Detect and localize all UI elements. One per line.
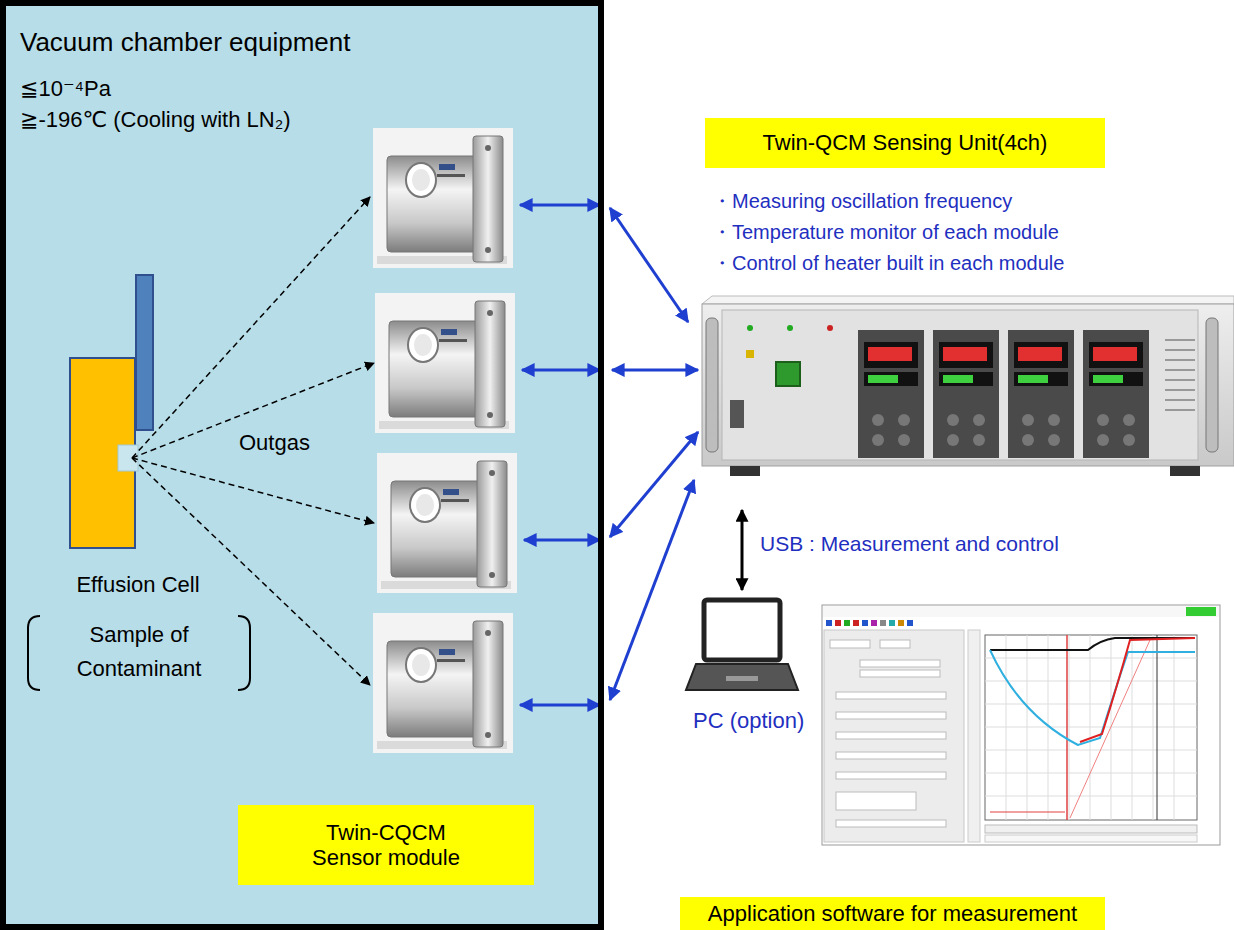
box-heading: Twin-CQCM Sensor module: [301, 820, 471, 871]
device-label: PC (option): [693, 708, 804, 733]
chamber-fill: [3, 3, 601, 930]
feature-note: ・Measuring oscillation frequency: [712, 190, 1012, 213]
flow-label: Outgas: [236, 430, 313, 455]
box-heading: Twin-QCM Sensing Unit(4ch): [763, 130, 1048, 155]
sensing-unit-photo: [702, 296, 1234, 476]
connection-label: USB : Measurement and control: [760, 532, 1059, 556]
usb-arrow: [741, 510, 744, 590]
effusion-cell: [70, 275, 153, 548]
laptop-icon: [686, 600, 798, 690]
software-screenshot: [822, 605, 1220, 845]
bracket: [28, 616, 250, 690]
outgas-arrow: [132, 197, 374, 685]
part-label: Sample of Contaminant: [49, 618, 229, 686]
box-heading: Vacuum chamber equipment: [20, 28, 350, 58]
sensor-module-box: Twin-CQCM Sensor module: [238, 805, 534, 885]
signal-arrow: [520, 205, 698, 705]
sensor-module-photo: [373, 128, 517, 753]
box-heading: Application software for measurement: [708, 901, 1077, 926]
part-label: Effusion Cell: [48, 572, 228, 597]
software-box: Application software for measurement: [680, 897, 1105, 930]
box-text: ≦10⁻⁴Pa: [20, 76, 111, 101]
vacuum-chamber: Vacuum chamber equipment ≦10⁻⁴Pa ≧-196℃ (C…: [0, 0, 604, 930]
box-text: ≧-196℃ (Cooling with LN₂): [20, 107, 291, 132]
sensing-unit-box: Twin-QCM Sensing Unit(4ch): [705, 118, 1105, 168]
feature-note: ・Temperature monitor of each module: [712, 221, 1059, 244]
feature-note: ・Control of heater built in each module: [712, 252, 1064, 275]
